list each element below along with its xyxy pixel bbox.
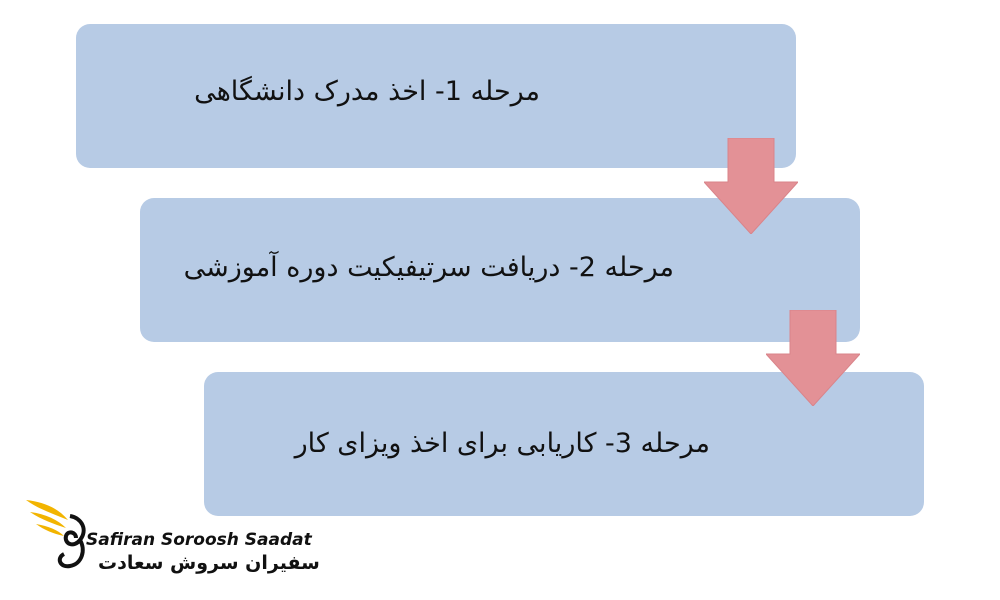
step-2-label: مرحله 2- دریافت سرتیفیکیت دوره آموزشی	[183, 252, 674, 283]
company-logo: Safiran Soroosh Saadat سفیران سروش سعادت	[20, 494, 320, 584]
step-1-label: مرحله 1- اخذ مدرک دانشگاهی	[194, 76, 540, 107]
step-3-label: مرحله 3- کاریابی برای اخذ ویزای کار	[294, 428, 710, 459]
step-1-box: مرحله 1- اخذ مدرک دانشگاهی	[76, 24, 796, 168]
eagle-logo-icon	[26, 500, 86, 569]
logo-persian-text: سفیران سروش سعادت	[98, 552, 320, 574]
logo-english-text: Safiran Soroosh Saadat	[86, 530, 312, 550]
down-arrow-icon	[766, 310, 860, 406]
step-2-box: مرحله 2- دریافت سرتیفیکیت دوره آموزشی	[140, 198, 860, 342]
down-arrow-icon	[704, 138, 798, 234]
